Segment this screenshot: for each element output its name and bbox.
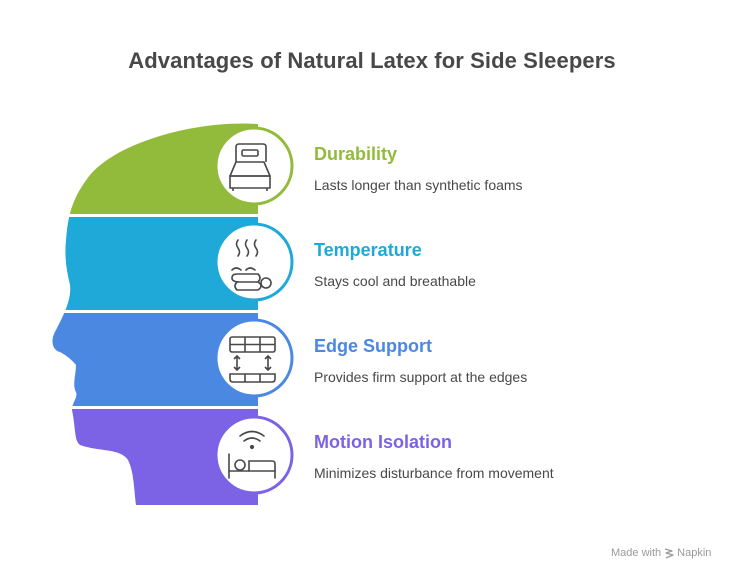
segment-temperature [65,217,258,310]
napkin-logo-icon [664,547,674,559]
heat-sleeper-icon [231,239,272,291]
motion-isolation-icon [228,430,276,479]
advantage-description: Provides firm support at the edges [314,369,528,385]
segment-motion-isolation [72,409,258,505]
advantage-durability: Durability Lasts longer than synthetic f… [314,144,523,194]
icon-circle-edge-support [214,318,294,398]
segment-durability [69,123,258,214]
advantage-motion-isolation: Motion Isolation Minimizes disturbance f… [314,432,554,482]
advantage-title: Motion Isolation [314,432,452,452]
edge-support-icon [229,336,276,383]
advantage-title: Temperature [314,240,422,260]
page-title: Advantages of Natural Latex for Side Sle… [128,48,616,73]
made-with-napkin-credit[interactable]: Made with Napkin [611,547,711,559]
advantage-description: Stays cool and breathable [314,273,476,289]
icon-circle-temperature [214,222,294,302]
advantage-description: Lasts longer than synthetic foams [314,177,523,193]
made-with-label: Made with [611,547,662,559]
napkin-brand-label: Napkin [677,547,712,559]
bed-icon [229,143,271,191]
icon-circle-motion-isolation [214,415,294,495]
advantage-temperature: Temperature Stays cool and breathable [314,240,476,290]
advantage-edge-support: Edge Support Provides firm support at th… [314,336,527,386]
advantage-description: Minimizes disturbance from movement [314,465,554,481]
segment-edge-support [52,313,258,406]
advantage-title: Durability [314,144,398,164]
advantage-title: Edge Support [314,336,432,356]
icon-circle-durability [214,126,294,206]
